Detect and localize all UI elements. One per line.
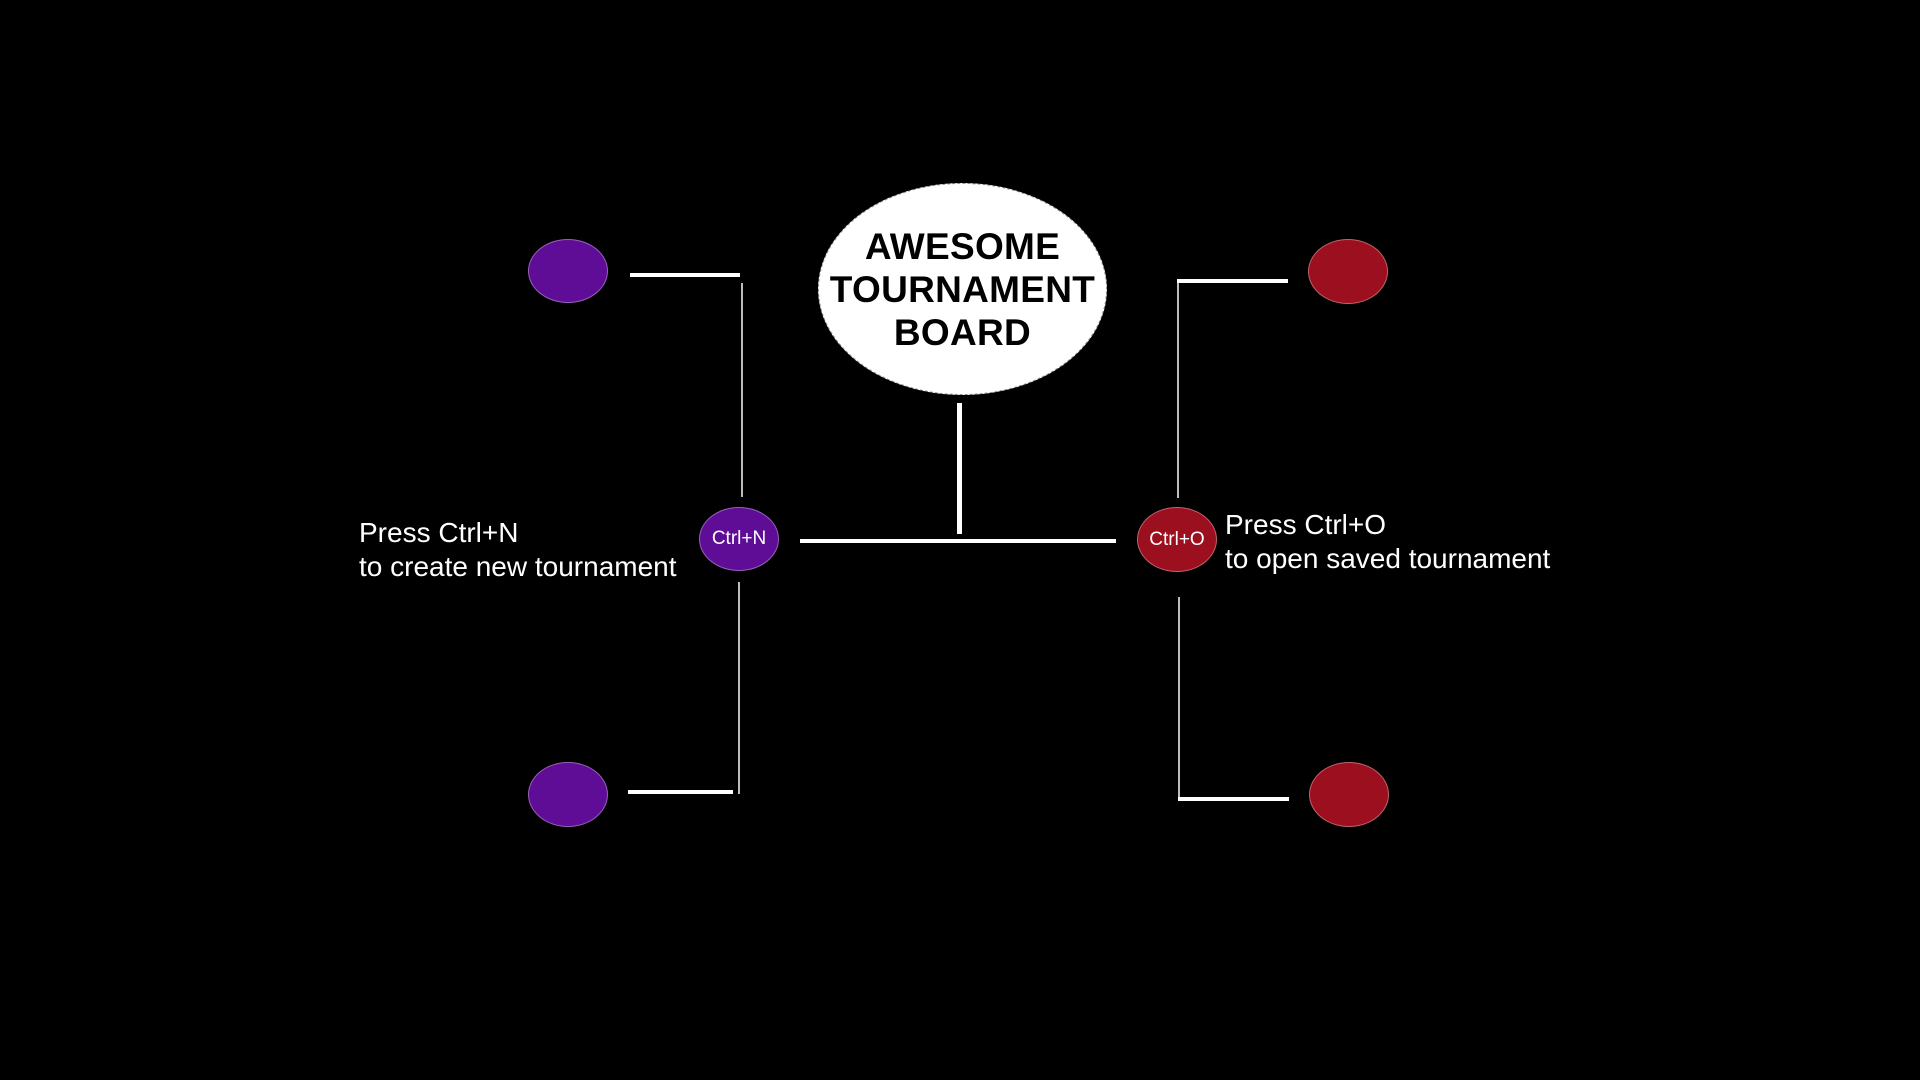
open-tournament-hint: Press Ctrl+O to open saved tournament <box>1225 508 1550 576</box>
left-top-slot <box>528 239 608 303</box>
right-top-connector <box>1177 279 1288 283</box>
left-lower-vertical-connector <box>738 582 740 794</box>
new-tournament-hint-line-1: Press Ctrl+N <box>359 517 519 548</box>
right-bottom-slot <box>1309 762 1389 827</box>
new-tournament-button[interactable]: Ctrl+N <box>699 507 779 571</box>
right-upper-vertical-connector <box>1177 283 1179 498</box>
title-line-1: AWESOME <box>864 225 1061 267</box>
open-tournament-key-label: Ctrl+O <box>1149 528 1205 550</box>
left-bottom-connector <box>628 790 733 794</box>
right-bottom-connector <box>1178 797 1289 801</box>
left-upper-vertical-connector <box>741 283 743 497</box>
title-bubble: AWESOME TOURNAMENT BOARD <box>818 183 1107 395</box>
open-tournament-hint-line-2: to open saved tournament <box>1225 543 1551 574</box>
final-connector <box>800 539 1116 543</box>
right-top-slot <box>1308 239 1388 304</box>
open-tournament-button[interactable]: Ctrl+O <box>1137 507 1217 572</box>
app-title: AWESOME TOURNAMENT BOARD <box>830 225 1095 354</box>
right-lower-vertical-connector <box>1178 597 1180 800</box>
open-tournament-hint-line-1: Press Ctrl+O <box>1225 509 1387 540</box>
left-top-connector <box>630 273 740 277</box>
title-stem-connector <box>957 403 962 534</box>
left-bottom-slot <box>528 762 608 827</box>
new-tournament-hint-line-2: to create new tournament <box>359 551 677 582</box>
title-line-2: TOURNAMENT <box>829 268 1096 310</box>
new-tournament-hint: Press Ctrl+N to create new tournament <box>359 516 677 584</box>
new-tournament-key-label: Ctrl+N <box>711 528 767 549</box>
title-line-3: BOARD <box>893 311 1032 353</box>
